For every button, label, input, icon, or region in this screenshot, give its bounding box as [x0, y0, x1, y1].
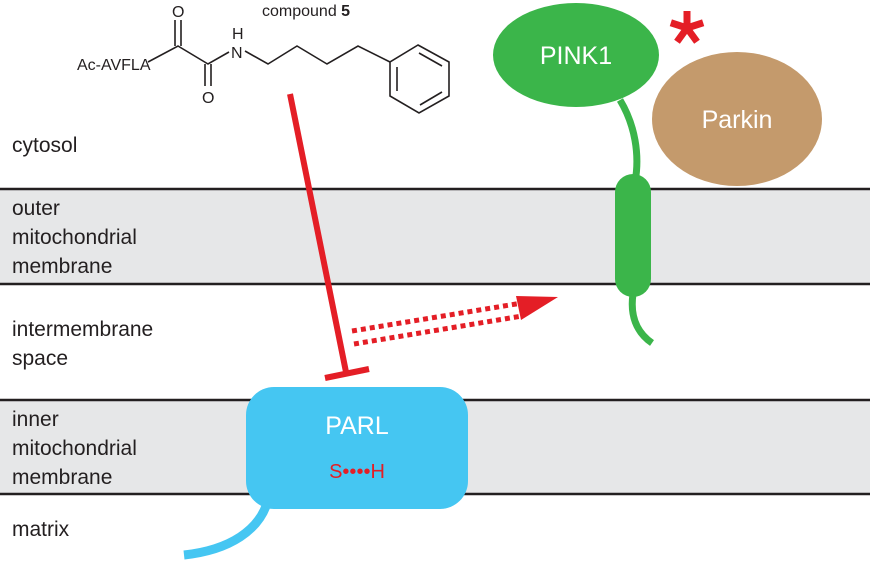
pink1-body — [493, 3, 659, 107]
atom-h: H — [232, 26, 244, 43]
pink1-tail-upper — [616, 98, 641, 183]
atom-o-bottom: O — [202, 90, 214, 107]
label-cytosol: cytosol — [12, 134, 77, 157]
label-inner-membrane: inner mitochondrial membrane — [12, 408, 143, 489]
pink1-label: PINK1 — [540, 42, 612, 70]
compound-title: compound 5 — [262, 3, 350, 20]
bond-lines — [147, 20, 450, 114]
inhibition-arrow — [287, 93, 370, 381]
atom-n: N — [231, 45, 243, 62]
pink1-protein: PINK1 — [493, 3, 659, 346]
parkin-protein: Parkin — [652, 52, 822, 186]
arrowhead-icon — [516, 296, 558, 320]
label-outer-membrane: outer mitochondrial membrane — [12, 197, 143, 278]
peptide-label: Ac-AVFLA — [77, 57, 151, 74]
pink1-transmembrane-domain — [615, 174, 651, 297]
parkin-body — [652, 52, 822, 186]
asterisk-icon — [669, 11, 705, 44]
compound-5-structure: compound 5 Ac-AVFLA O O N H — [77, 3, 450, 114]
parl-tail — [183, 498, 273, 560]
pink1-tail-lower — [628, 293, 655, 346]
parl-body — [246, 387, 468, 509]
label-intermembrane-space: intermembrane space — [12, 318, 159, 370]
cleavage-arrow — [351, 296, 558, 347]
parl-catalytic-dyad: S••••H — [329, 461, 385, 483]
parl-protein: PARL S••••H — [183, 387, 468, 560]
atom-o-top: O — [172, 4, 184, 21]
parl-label: PARL — [325, 412, 389, 440]
outer-membrane-band — [0, 189, 870, 284]
label-matrix: matrix — [12, 518, 70, 541]
parkin-label: Parkin — [702, 106, 773, 134]
